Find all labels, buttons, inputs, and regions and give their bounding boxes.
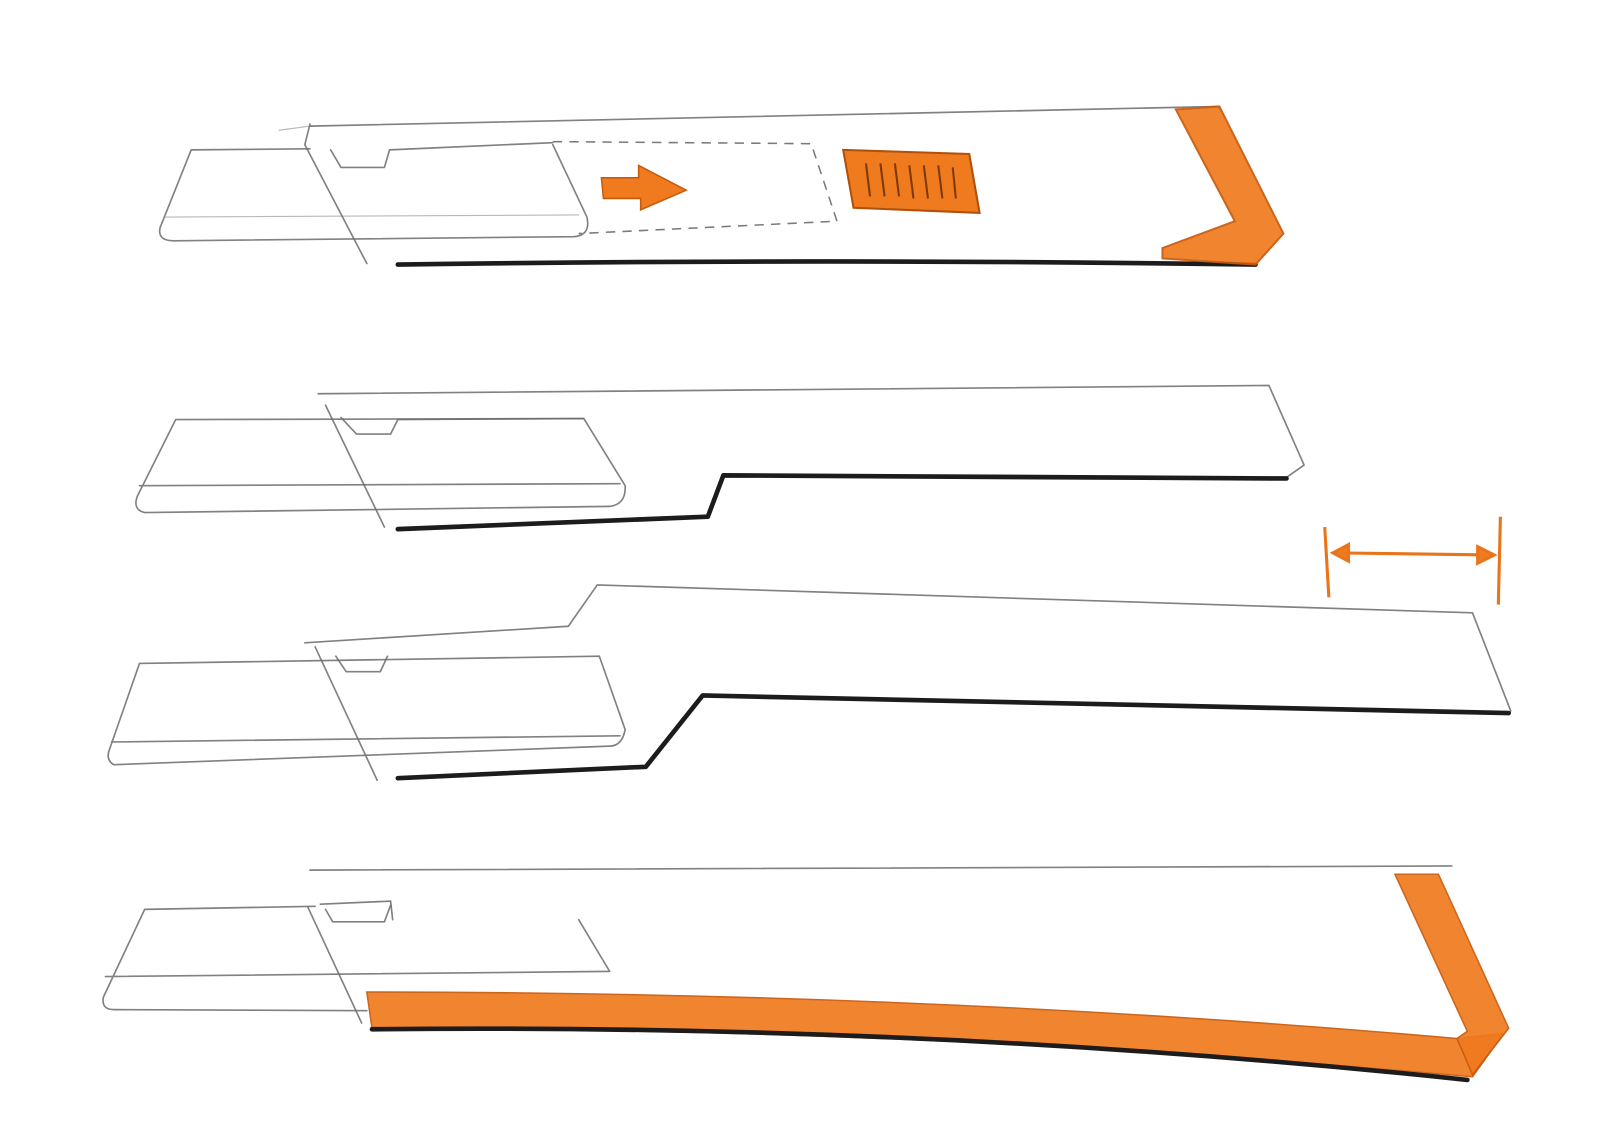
accent-bottom-band [365, 991, 1506, 1078]
body-outline [304, 584, 1512, 782]
knife-sketch-1 [158, 105, 1285, 267]
blade-outline [135, 417, 626, 514]
knife-sketch-3 [107, 516, 1512, 782]
grip-button [841, 148, 981, 215]
blade-outline [107, 655, 626, 766]
body-bottom-edge [395, 473, 1289, 532]
body-bottom-edge [369, 1026, 1470, 1083]
dimension-arrow-icon [1323, 516, 1502, 605]
blade-outline [158, 143, 589, 242]
body-outline [307, 865, 1453, 1024]
knife-sketch-2 [135, 384, 1305, 532]
body-bottom-edge [395, 693, 1511, 781]
accent-end-cap [1161, 105, 1285, 266]
body-outline [317, 384, 1305, 528]
blade-outline [102, 900, 611, 1012]
accent-end-cap [1393, 873, 1510, 1077]
arrow-right-icon [600, 164, 688, 211]
knife-sketch-4 [102, 865, 1510, 1083]
slide-track [552, 140, 839, 235]
body-outline [304, 105, 1221, 265]
body-bottom-edge [395, 259, 1258, 267]
